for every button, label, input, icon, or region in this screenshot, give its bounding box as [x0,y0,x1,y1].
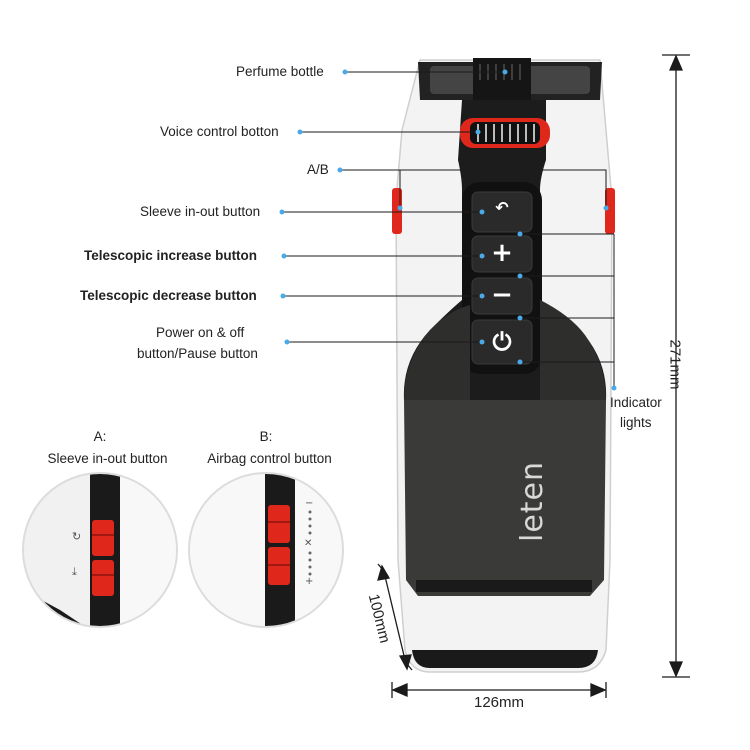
detail-circle-a: ↻ ⤓ [22,472,178,628]
svg-text:✕: ✕ [304,538,312,549]
label-telescopic-increase: Telescopic increase button [84,248,258,263]
label-power-line1: Power on & off [156,325,245,340]
perfume-bottle [473,58,531,108]
detail-a-title: A: [93,429,107,444]
telescopic-increase-key [471,235,533,273]
label-indicator-line2: lights [620,415,652,430]
detail-b-title: B: [259,429,273,444]
dot-perfume [342,69,348,75]
plus-icon: + [491,238,513,268]
dimension-width: 126mm [474,694,525,711]
dot-increase [281,253,287,259]
power-icon: ⏻ [492,328,512,356]
dot-ab [337,167,343,173]
label-sleeve-in-out: Sleeve in-out button [140,204,261,219]
side-button-b [605,188,615,234]
label-ab: A/B [307,162,329,177]
sleeve-icon: ↶ [495,198,509,217]
detail-circle-b: − ✕ + [188,472,344,628]
label-indicator-line1: Indicator [610,395,662,410]
label-power-line2: button/Pause button [137,346,258,361]
minus-icon: − [491,280,513,310]
dot-voice [297,129,303,135]
label-perfume-bottle: Perfume bottle [236,64,324,79]
brand-logo: leten [515,460,551,543]
label-telescopic-decrease: Telescopic decrease button [80,288,257,303]
svg-text:↻: ↻ [72,530,81,543]
tank [404,400,606,596]
label-voice-control: Voice control botton [160,124,279,139]
svg-text:+: + [305,576,313,587]
detail-a-subtitle: Sleeve in-out button [47,451,168,466]
detail-b-subtitle: Airbag control button [207,451,332,466]
svg-text:⤓: ⤓ [72,565,77,578]
dimension-height: 271mm [666,339,684,390]
dot-decrease [280,293,286,299]
dot-power [284,339,290,345]
svg-text:−: − [305,498,313,509]
dot-sleeve [279,209,285,215]
dot-indicator [611,385,617,391]
